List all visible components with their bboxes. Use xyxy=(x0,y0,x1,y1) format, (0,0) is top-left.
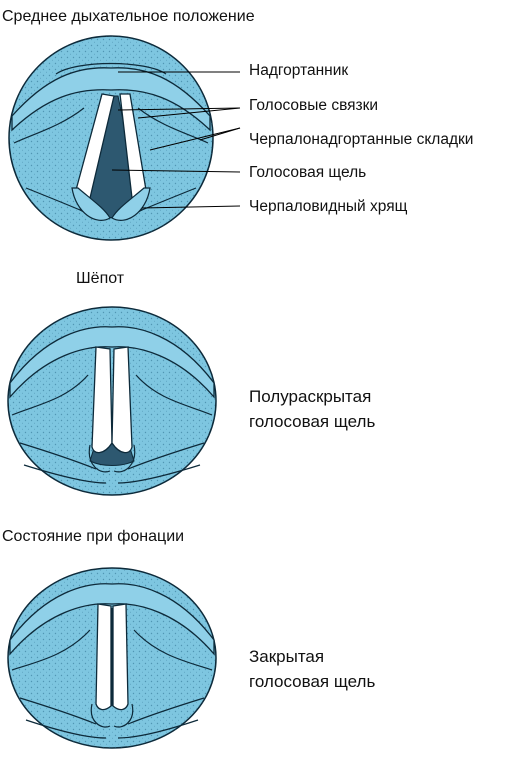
larynx-breathing xyxy=(6,35,216,241)
label-arytenoid-cartilage: Черпаловидный хрящ xyxy=(249,198,408,215)
label-vocal-cords: Голосовые связки xyxy=(249,97,379,114)
label-glottis: Голосовая щель xyxy=(249,164,367,181)
larynx-phonation xyxy=(6,566,218,752)
title-whisper: Шёпот xyxy=(76,270,125,287)
caption-phonation-line1: Закрытая xyxy=(249,647,325,666)
caption-whisper-line2: голосовая щель xyxy=(249,412,376,431)
larynx-whisper xyxy=(6,305,218,497)
title-breathing: Среднее дыхательное положение xyxy=(2,8,255,25)
title-phonation: Состояние при фонации xyxy=(2,528,185,545)
leader-lines xyxy=(111,71,241,209)
label-epiglottis: Надгортанник xyxy=(249,62,349,79)
caption-phonation-line2: голосовая щель xyxy=(249,672,376,691)
label-aryepiglottic-folds: Черпалонадгортанные складки xyxy=(249,131,474,148)
caption-whisper-line1: Полураскрытая xyxy=(249,387,372,406)
